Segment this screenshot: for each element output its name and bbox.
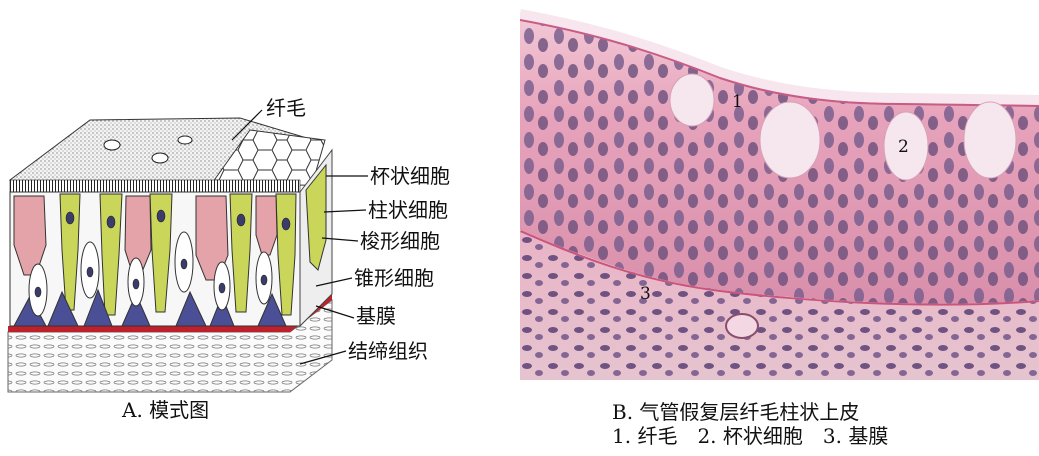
caption-panel-b: B. 气管假复层纤毛柱状上皮 1. 纤毛 2. 杯状细胞 3. 基膜 xyxy=(612,402,888,446)
label-columnar-cell: 柱状细胞 xyxy=(368,200,448,220)
goblet-opening xyxy=(152,153,168,163)
label-fusiform-cell: 梭形细胞 xyxy=(360,231,440,251)
schematic-panel: 纤毛 杯状细胞 柱状细胞 梭形细胞 锥形细胞 基膜 结缔组织 A. 模式图 xyxy=(0,0,520,456)
cilia-band xyxy=(10,180,300,192)
goblet-opening xyxy=(178,136,192,144)
marker-2: 2 xyxy=(898,139,909,156)
blood-vessel xyxy=(726,314,758,338)
micrograph-panel: 1 2 3 B. 气管假复层纤毛柱状上皮 1. 纤毛 2. 杯状细胞 3. 基膜 xyxy=(520,0,1039,456)
marker-3: 3 xyxy=(640,286,651,303)
caption-title: B. 气管假复层纤毛柱状上皮 xyxy=(612,402,888,422)
caption-legend: 1. 纤毛 2. 杯状细胞 3. 基膜 xyxy=(612,426,888,446)
label-connective-tissue: 结缔组织 xyxy=(348,341,428,361)
caption-panel-a: A. 模式图 xyxy=(122,400,209,420)
label-cone-cell: 锥形细胞 xyxy=(354,268,434,288)
goblet-opening xyxy=(104,140,120,150)
label-basement-membrane: 基膜 xyxy=(356,306,396,326)
label-cilia: 纤毛 xyxy=(266,98,306,118)
label-goblet-cell: 杯状细胞 xyxy=(370,166,450,186)
epithelium-schematic xyxy=(0,0,520,456)
marker-1: 1 xyxy=(732,94,743,111)
histology-micrograph xyxy=(520,0,1039,456)
